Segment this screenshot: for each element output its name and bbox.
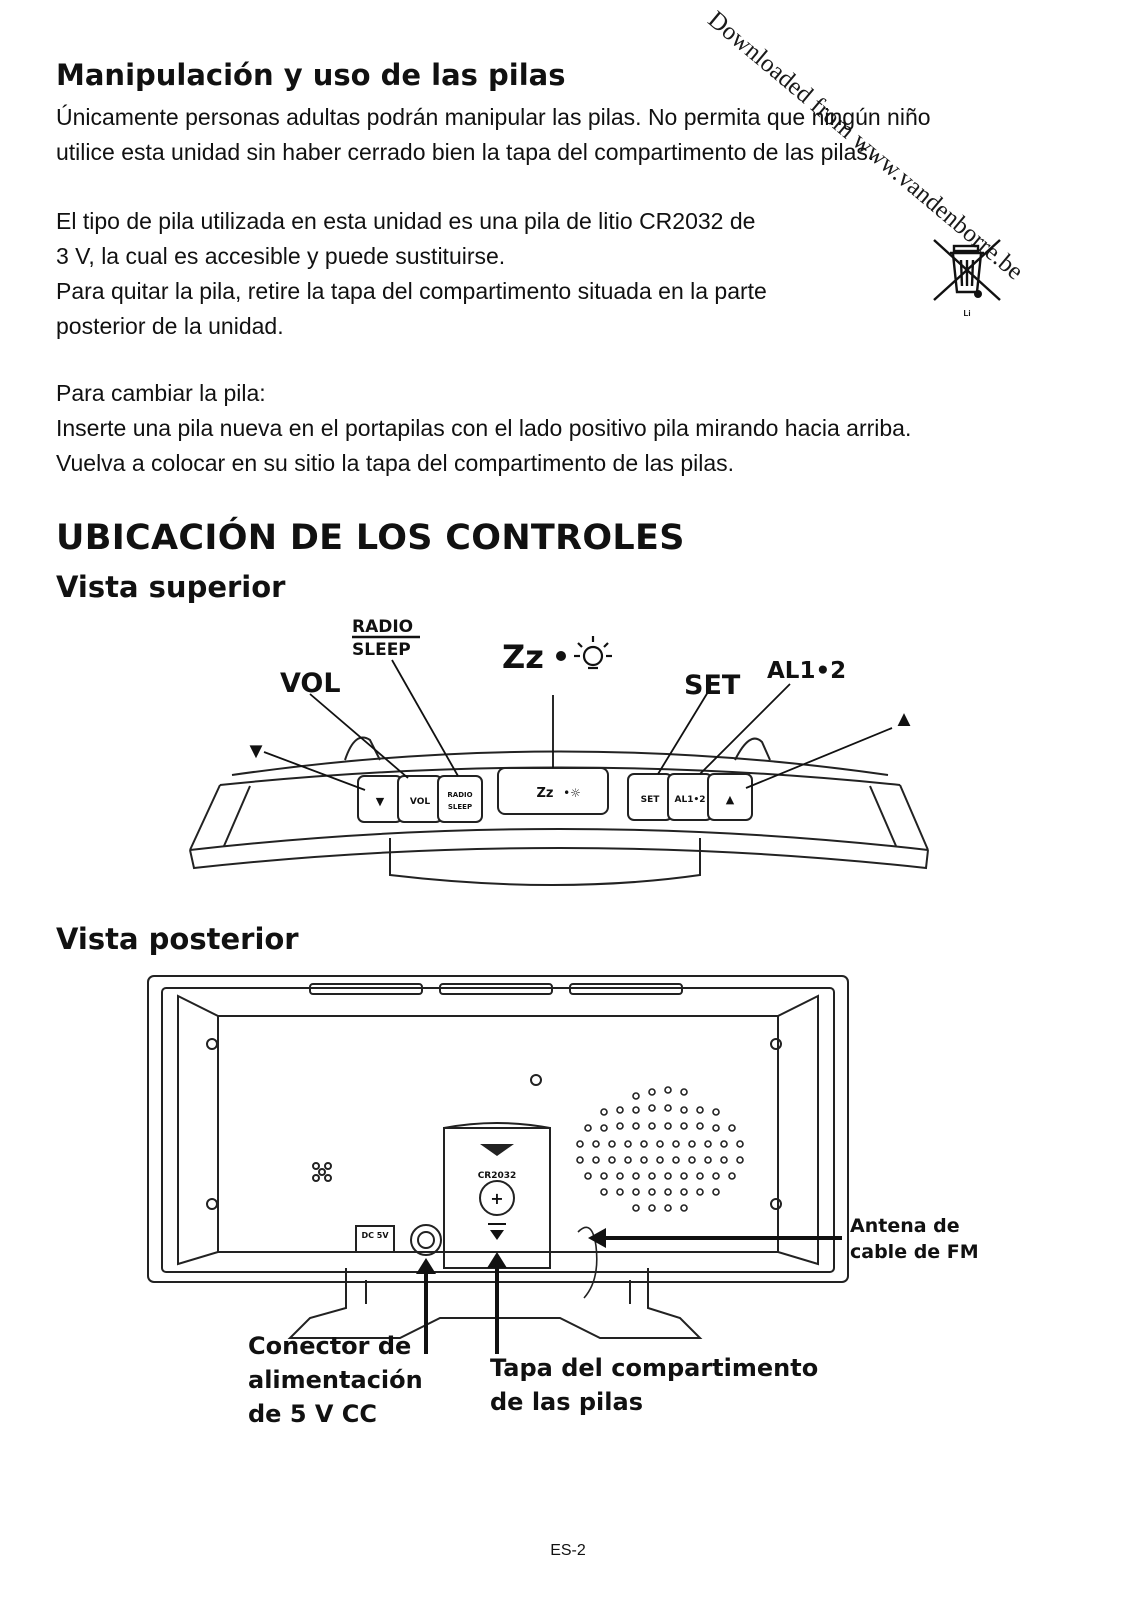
down-arrow-icon: ▼ (245, 738, 267, 763)
power-arrow-icon (416, 1258, 436, 1274)
top-view-diagram: ▼ VOL RADIO SLEEP Zz •☼ SET AL1•2 ▲ ▼ VO… (189, 617, 929, 886)
battery-paragraph-1-line-1: Únicamente personas adultas podrán manip… (56, 104, 931, 130)
button-up-glyph: ▲ (726, 793, 735, 806)
antenna-label-line-2: cable de FM (850, 1241, 979, 1263)
battery-change-line-1: Inserte una pila nueva en el portapilas … (56, 415, 912, 441)
triangle-pattern (480, 1144, 514, 1156)
power-label-line-1: Conector de (248, 1332, 411, 1360)
battery-paragraph-2-line-2: 3 V, la cual es accesible y puede sustit… (56, 243, 506, 269)
light-icon (574, 636, 612, 670)
page-number: ES-2 (550, 1542, 586, 1559)
callout-radio: RADIO (352, 617, 413, 637)
power-label-line-3: de 5 V CC (248, 1400, 377, 1428)
button-radio-label: RADIO (447, 791, 472, 799)
button-vol-label: VOL (410, 797, 430, 807)
cover-arrow-icon (487, 1252, 507, 1268)
callout-vol: VOL (280, 668, 341, 699)
battery-section-title: Manipulación y uso de las pilas (56, 58, 566, 92)
battery-plus-icon: + (490, 1189, 503, 1208)
button-snooze-label: Zz (537, 786, 554, 801)
button-al-label: AL1•2 (675, 795, 706, 805)
battery-change-line-2: Vuelva a colocar en su sitio la tapa del… (56, 450, 735, 476)
button-light-icon: •☼ (563, 786, 581, 800)
callout-snooze: Zz (502, 638, 544, 676)
callout-sleep: SLEEP (352, 640, 411, 660)
crossed-bin-icon: Li (933, 239, 1001, 318)
battery-paragraph-3-line-1: Para quitar la pila, retire la tapa del … (56, 278, 767, 304)
antenna-label-line-1: Antena de (850, 1215, 960, 1237)
dc-label: DC 5V (361, 1231, 389, 1240)
callout-set: SET (684, 670, 741, 701)
controls-section-title: UBICACIÓN DE LOS CONTROLES (56, 518, 685, 558)
battery-model-label: CR2032 (478, 1171, 517, 1181)
battery-down-arrow-icon (490, 1230, 504, 1240)
battery-paragraph-2-line-1: El tipo de pila utilizada en esta unidad… (56, 208, 756, 234)
cover-label-line-2: de las pilas (490, 1388, 643, 1416)
rear-view-title: Vista posterior (56, 922, 299, 956)
rear-view-diagram: CR2032 + DC 5V Antena de cable de FM Con… (147, 975, 979, 1428)
up-arrow-icon: ▲ (893, 706, 915, 731)
cover-label-line-1: Tapa del compartimento (490, 1354, 818, 1382)
button-down-glyph: ▼ (376, 795, 385, 808)
battery-change-heading: Para cambiar la pila: (56, 380, 266, 406)
antenna-arrow-icon (588, 1228, 606, 1248)
speaker-grille (576, 1086, 744, 1212)
button-set-label: SET (641, 795, 661, 805)
top-view-title: Vista superior (56, 570, 286, 604)
button-sleep-label: SLEEP (448, 803, 472, 811)
callout-al: AL1•2 (767, 658, 846, 684)
recycle-label: Li (963, 309, 970, 318)
battery-paragraph-1-line-2: utilice esta unidad sin haber cerrado bi… (56, 139, 875, 165)
battery-paragraph-3-line-2: posterior de la unidad. (56, 313, 284, 339)
power-label-line-2: alimentación (248, 1366, 423, 1394)
